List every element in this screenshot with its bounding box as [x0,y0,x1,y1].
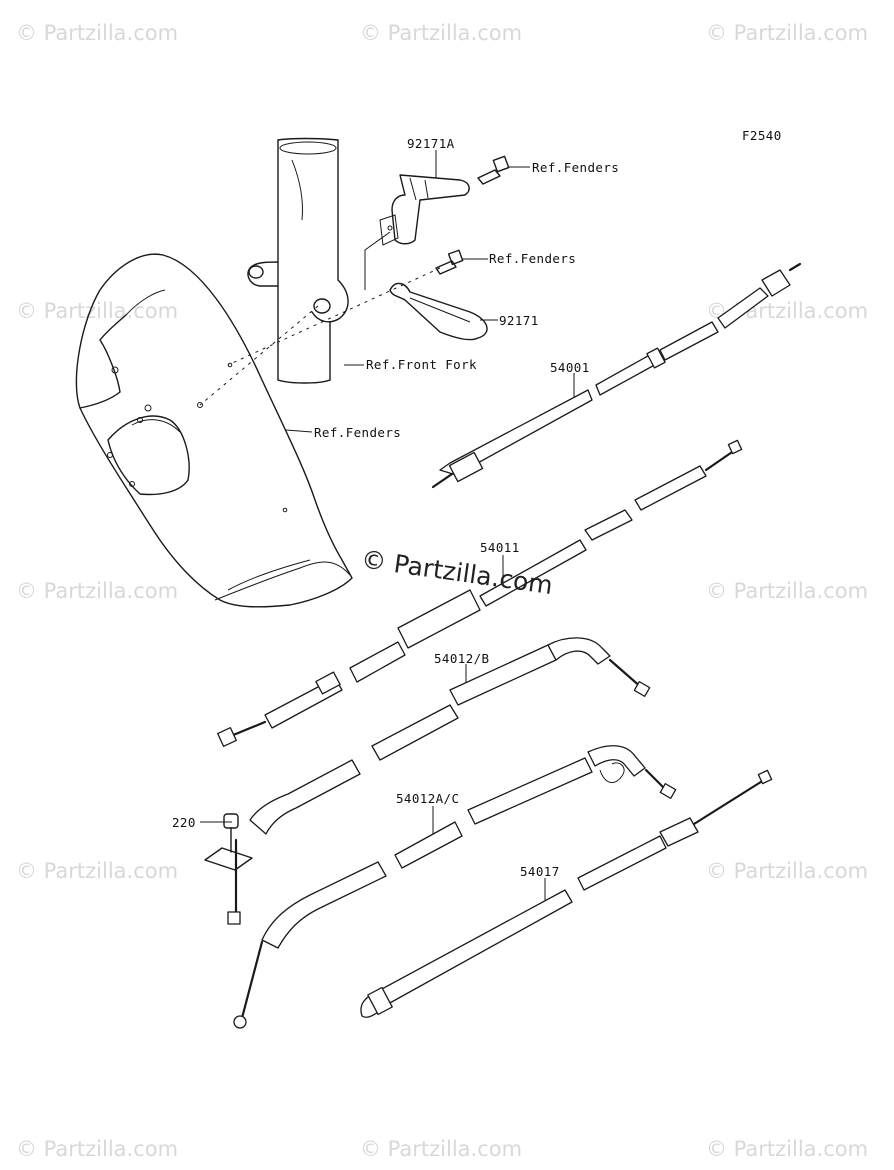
part-label-54012a-c[interactable]: 54012A/C [396,791,459,806]
watermark: © Partzilla.com [16,859,178,883]
watermark: © Partzilla.com [706,859,868,883]
speedometer-cable-54001 [431,262,802,489]
watermark: © Partzilla.com [360,1137,522,1161]
part-label-92171[interactable]: 92171 [499,313,539,328]
diagram-labels: F2540 92171A Ref.Fenders Ref.Fenders 921… [172,128,782,879]
part-label-220[interactable]: 220 [172,815,196,830]
part-label-54012-b[interactable]: 54012/B [434,651,489,666]
clutch-cable-54011 [217,439,743,747]
cable-band-92171 [389,282,488,341]
watermark: © Partzilla.com [360,21,522,45]
front-fender-illustration [75,253,353,608]
watermark: © Partzilla.com [16,21,178,45]
ref-label-fenders[interactable]: Ref.Fenders [532,160,619,175]
ref-label-fenders[interactable]: Ref.Fenders [314,425,401,440]
watermark: © Partzilla.com [16,579,178,603]
throttle-cable-54012-b [227,637,651,925]
ref-label-front-fork[interactable]: Ref.Front Fork [366,357,477,372]
watermark: © Partzilla.com [706,579,868,603]
bolt-icon [435,249,464,275]
throttle-cable-54012a-c [233,745,677,1029]
watermark: © Partzilla.com [16,1137,178,1161]
part-label-54011[interactable]: 54011 [480,540,520,555]
part-label-54001[interactable]: 54001 [550,360,590,375]
cable-bracket-92171a [379,174,470,246]
part-label-54017[interactable]: 54017 [520,864,560,879]
cable-54017 [360,769,773,1018]
watermark: © Partzilla.com [706,1137,868,1161]
watermark: © Partzilla.com [16,299,178,323]
ref-label-fenders[interactable]: Ref.Fenders [489,251,576,266]
diagram-code: F2540 [742,128,782,143]
front-fork-illustration [247,137,349,384]
watermark-layer: © Partzilla.com © Partzilla.com © Partzi… [16,21,868,1161]
center-watermark: © Partzilla.com [359,545,554,601]
part-label-92171a[interactable]: 92171A [407,136,455,151]
screw-220-icon [204,813,253,871]
bolt-icon [477,155,510,185]
watermark: © Partzilla.com [706,21,868,45]
